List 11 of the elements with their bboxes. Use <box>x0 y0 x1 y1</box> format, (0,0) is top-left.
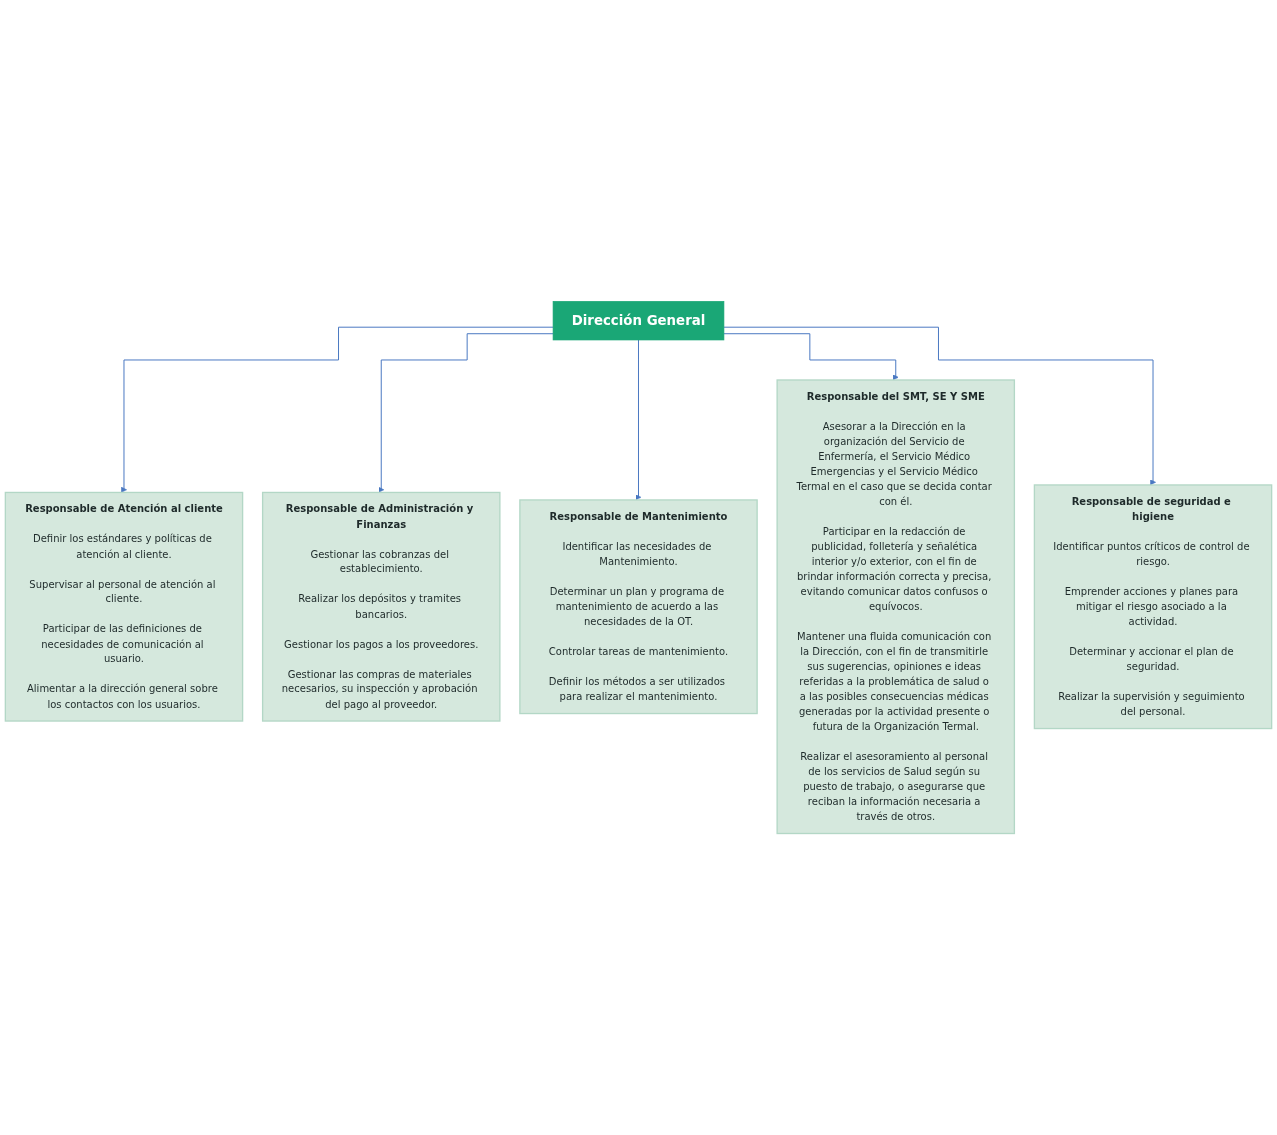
node-box: Responsable de seguridad e higiene Identificar puntos críticos de control de riesgo. Emprender acciones y planes para mitigar el riesgo asociado a la actividad. Determinar y accionar el plan de seguridad. Realizar la supervisión y seguimiento del personal. <box>1033 484 1273 730</box>
node-box: Responsable del SMT, SE Y SME Asesorar a la Dirección en la organización del Servicio de Enfermería, el Servicio Médico Emergencias y el Servicio Médico Termal en el caso que se decida contar con él. Participar en la redacción de publicidad, folletería y señalética interior y/o exterior, con el fin de brindar información correcta y precisa, evitando comunicar datos confusos o equívocos. Mantener una fluida comunicación con la Dirección, con el fin de transmitirle sus sugerencias, opiniones e ideas referidas a la problemática de salud o a las posibles consecuencias médicas generadas por la actividad presente o futura de la Organización Termal. Realizar el asesoramiento al personal de los servicios de Salud según su puesto de trabajo, o asegurarse que reciban la información necesaria a través de otros. <box>776 379 1016 835</box>
arrow <box>723 333 899 381</box>
node-box: Responsable de Administración y Finanzas Gestionar las cobranzas del establecimiento. Realizar los depósitos y tramites bancarios. Gestionar los pagos a los proveedores. Gestionar las compras de materiales necesarios, su inspección y aprobación del pago al proveedor. <box>261 491 501 722</box>
node-box: Responsable de Atención al cliente Definir los estándares y políticas de atención al cliente. Supervisar al personal de atención al cliente. Participar de las definiciones de necesidades de comunicación al usuario. Alimentar a la dirección general sobre los contactos con los usuarios. <box>4 491 244 722</box>
arrow <box>378 333 554 493</box>
node-box: Dirección General <box>552 301 725 341</box>
arrow <box>121 326 554 493</box>
node-box: Responsable de Mantenimiento Identificar las necesidades de Mantenimiento. Determinar un plan y programa de mantenimiento de acuerdo a las necesidades de la OT. Controlar tareas de mantenimiento. Definir los métodos a ser utilizados para realizar el mantenimiento. <box>519 499 758 715</box>
arrow <box>723 326 1156 486</box>
arrow <box>635 339 642 501</box>
